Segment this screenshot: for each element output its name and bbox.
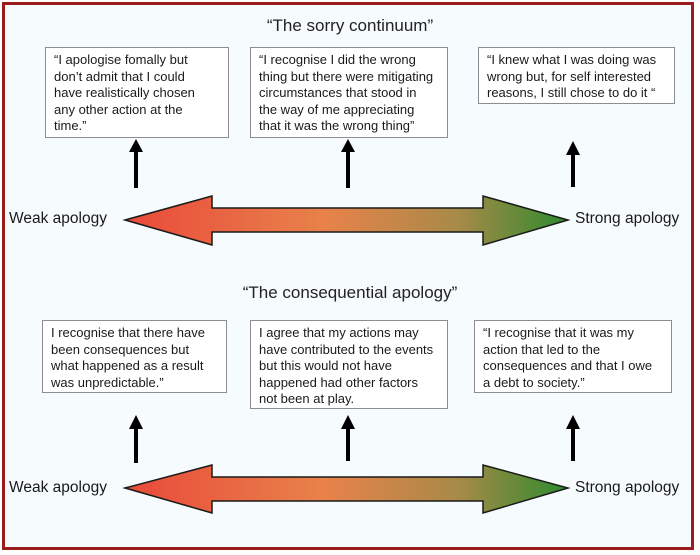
up-arrow-icon: [341, 139, 355, 188]
quote-box-strong: “I recognise that it was my action that …: [474, 320, 672, 393]
weak-apology-label: Weak apology: [9, 210, 107, 227]
quote-box-middle: “I recognise I did the wrong thing but t…: [250, 47, 448, 138]
strong-apology-label: Strong apology: [575, 479, 680, 496]
strong-apology-label: Strong apology: [575, 210, 680, 227]
up-arrow-icon: [566, 415, 580, 461]
section-title-consequential-apology: “The consequential apology”: [242, 283, 458, 302]
continuum-arrow-consequential: [122, 464, 571, 515]
section-title-sorry-continuum: “The sorry continuum”: [266, 16, 434, 35]
quote-box-weak: “I apologise fomally but don’t admit tha…: [45, 47, 229, 138]
quote-box-strong: “I knew what I was doing was wrong but, …: [478, 47, 675, 104]
continuum-arrow-sorry: [122, 195, 571, 247]
up-arrow-icon: [129, 139, 143, 188]
weak-apology-label: Weak apology: [9, 479, 107, 496]
up-arrow-icon: [566, 141, 580, 187]
quote-box-weak: I recognise that there have been consequ…: [42, 320, 227, 393]
up-arrow-icon: [129, 415, 143, 463]
up-arrow-icon: [341, 415, 355, 461]
quote-box-middle: I agree that my actions may have contrib…: [250, 320, 448, 409]
